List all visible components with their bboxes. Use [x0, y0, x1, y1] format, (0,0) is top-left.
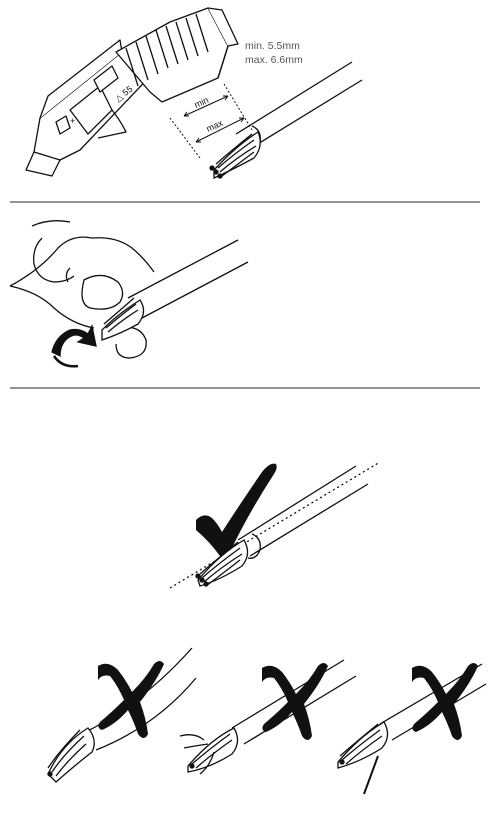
- min-dimension-label: min: [193, 95, 210, 110]
- strip-length-max-spec: max. 6.6mm: [245, 54, 303, 66]
- step-4-panel: [48, 648, 486, 794]
- cable-step-2: [102, 240, 248, 340]
- x-mark-icon: [262, 663, 328, 740]
- incorrect-example-2: [180, 660, 356, 774]
- cable-step-1: [210, 62, 362, 178]
- x-mark-icon: [412, 663, 478, 740]
- incorrect-example-3: [338, 663, 486, 794]
- step-3-panel: [170, 462, 380, 588]
- svg-text:+: +: [70, 116, 75, 126]
- incorrect-example-1: [48, 648, 196, 782]
- max-dimension-label: max: [205, 118, 225, 134]
- step-1-panel: △ 55 + min max min. 5.5mm ma: [26, 8, 362, 178]
- step-2-panel: [10, 221, 248, 367]
- strip-length-min-spec: min. 5.5mm: [245, 40, 300, 52]
- x-mark-icon: [98, 661, 164, 738]
- twist-arrow-icon: [52, 326, 96, 366]
- mc4-connector-illustration: △ 55 +: [26, 8, 238, 176]
